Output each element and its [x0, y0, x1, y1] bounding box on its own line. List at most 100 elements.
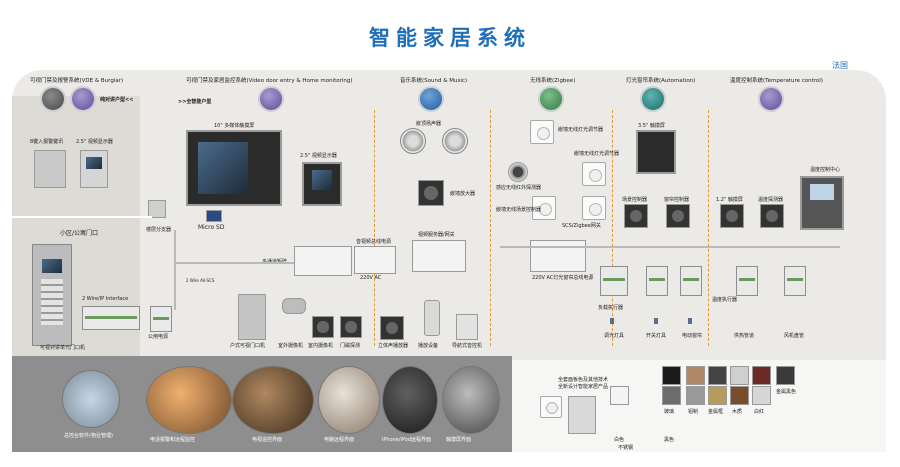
touch-interface-oval: [442, 366, 500, 434]
finish-stainless-label: 不锈钢: [618, 445, 634, 451]
curtain-actuator-module: [680, 266, 702, 296]
iphone-label: iPhone/iPod远程界面: [382, 437, 432, 443]
bus-note: 2 Wire AV-SCS: [186, 278, 215, 283]
amplifier-label: 嵌墙放大器: [450, 191, 476, 197]
splitter-label: 楼层分支器: [146, 227, 172, 233]
keypad-label: 8键入报警键讯: [30, 139, 64, 145]
camera-label: 室外摄像机: [278, 343, 304, 349]
keypad-device: [34, 150, 66, 188]
indoor-camera-device: [312, 316, 334, 338]
stereo-player-device: [380, 316, 404, 340]
tv-label: 电视遥控界面: [252, 437, 283, 443]
iphone-oval: [382, 366, 438, 434]
speakers-label: 嵌顶扬声器: [416, 121, 442, 127]
finish-stainless-panel: [568, 396, 596, 434]
curtain-motor-label: 电动窗帘: [682, 333, 703, 339]
finish-black-label: 黑色: [664, 437, 675, 443]
finish-aluminum-swatch: [686, 386, 705, 405]
speaker-right: [442, 128, 468, 154]
temperature-separator: [708, 110, 709, 346]
zigbee-gateway-device: [582, 196, 606, 220]
wifi-icon: [538, 86, 564, 112]
microsd-label: Micro SD: [198, 224, 225, 231]
gateway-device: [412, 240, 466, 272]
switch-actuator-module: [646, 266, 668, 296]
zigbee-dimmer2-device: [582, 162, 606, 186]
left-divider: [12, 216, 152, 218]
smart-home-tag: >>全智能户型: [178, 99, 212, 105]
zigbee-sensor-label: 感应无线红外探测器: [496, 185, 542, 191]
playback-ctrl-device: [456, 314, 478, 340]
community-label: 小区/公寓门口: [60, 230, 99, 237]
zigbee-scene-label: 嵌墙无线场景控制器: [496, 207, 542, 213]
load-actuator-module: [600, 266, 628, 296]
left-bus-line: [174, 230, 176, 310]
finish-glass-label: 玻璃: [664, 409, 675, 415]
temp-center-label: 温度控制中心: [810, 167, 841, 173]
amplifier-device: [418, 180, 444, 206]
door-panel-device: [238, 294, 266, 340]
playback-ctrl-label: 导航式音控机: [452, 343, 483, 349]
outdoor-label: 可视对讲单元门口机: [40, 345, 86, 351]
temp-center-device: [800, 176, 844, 230]
gateway-label: 视频服务器/网关: [418, 232, 455, 238]
indoor-camera-label: 室内摄像机: [308, 343, 334, 349]
switch-light-marker: [654, 318, 658, 324]
temp-actuator-label: 温度执行器: [712, 297, 738, 303]
dimmer-light-label: 调光灯具: [604, 333, 625, 339]
bus-power-label: 220V AC灯光窗帘总线电源: [532, 275, 594, 281]
speaker-icon: [418, 86, 444, 112]
finish-bronze-label: 白红: [754, 409, 765, 415]
temp-actuator-module: [736, 266, 758, 296]
remote-security-oval: [146, 366, 232, 434]
load-actuator-label: 负载执行器: [598, 305, 624, 311]
software-oval: [62, 370, 120, 428]
sound-separator: [374, 110, 375, 346]
ipod-dock-device: [424, 300, 440, 336]
light-blind-icon: [640, 86, 666, 112]
section-temperature: 温度控制系统(Temperature control): [730, 78, 823, 84]
scene-ctrl-device: [624, 204, 648, 228]
finish-white-label: 白色: [614, 437, 625, 443]
automation-separator: [612, 110, 613, 346]
av-bus-line: [174, 262, 294, 264]
curtain-motor-marker: [688, 318, 692, 324]
software-label: 总控台软件(物业管理): [64, 433, 113, 439]
remote-security-label: 电话报警和远程监控: [150, 437, 196, 443]
monitor-mid-label: 2.5" 视频显示器: [300, 153, 337, 159]
touch35-device: [636, 130, 676, 174]
floor-heat-label: 供热管道: [734, 333, 755, 339]
microsd-card: [206, 210, 222, 222]
door-sensor-device: [340, 316, 362, 338]
finish-gold-swatch: [708, 386, 727, 405]
power-supply-device: [354, 246, 396, 274]
stereo-player-label: 立体声播放器: [378, 343, 409, 349]
power-left-label: 公用电源: [148, 334, 169, 340]
splitter-device: [148, 200, 166, 218]
finish-darkmetal-swatch: [776, 366, 795, 385]
ipod-dock-label: 播放设备: [418, 343, 439, 349]
zigbee-dimmer-label: 嵌墙无线灯光调节器: [558, 127, 604, 133]
finish-darkmetal-label: 金属黑色: [776, 389, 797, 395]
temp-probe-device: [760, 204, 784, 228]
camera-device: [282, 298, 306, 314]
touch12-device: [720, 204, 744, 228]
curtain-ctrl-device: [666, 204, 690, 228]
interface-label: 2 Wire/IP Interface: [82, 296, 129, 302]
touch-interface-label: 触摸屏界面: [446, 437, 472, 443]
scene-ctrl-label: 场景控制器: [622, 197, 648, 203]
zigbee-dimmer-device: [530, 120, 554, 144]
dimmer-light-marker: [610, 318, 614, 324]
touch35-label: 3.5" 触摸屏: [638, 123, 665, 129]
pure-intercom-tag: 纯对讲户型<<: [100, 97, 134, 103]
automation-bus-line: [500, 246, 840, 248]
fan-coil-label: 风机盘管: [784, 333, 805, 339]
tv-oval: [232, 366, 314, 434]
region-label: 法国: [832, 61, 848, 70]
finish-dark-swatch: [708, 366, 727, 385]
interface-module: [82, 306, 140, 330]
video-door-icon: [258, 86, 284, 112]
monitor-mid-device: [302, 162, 342, 206]
finish-white-swatch: [610, 386, 629, 405]
finish-bronze2-swatch: [752, 386, 771, 405]
